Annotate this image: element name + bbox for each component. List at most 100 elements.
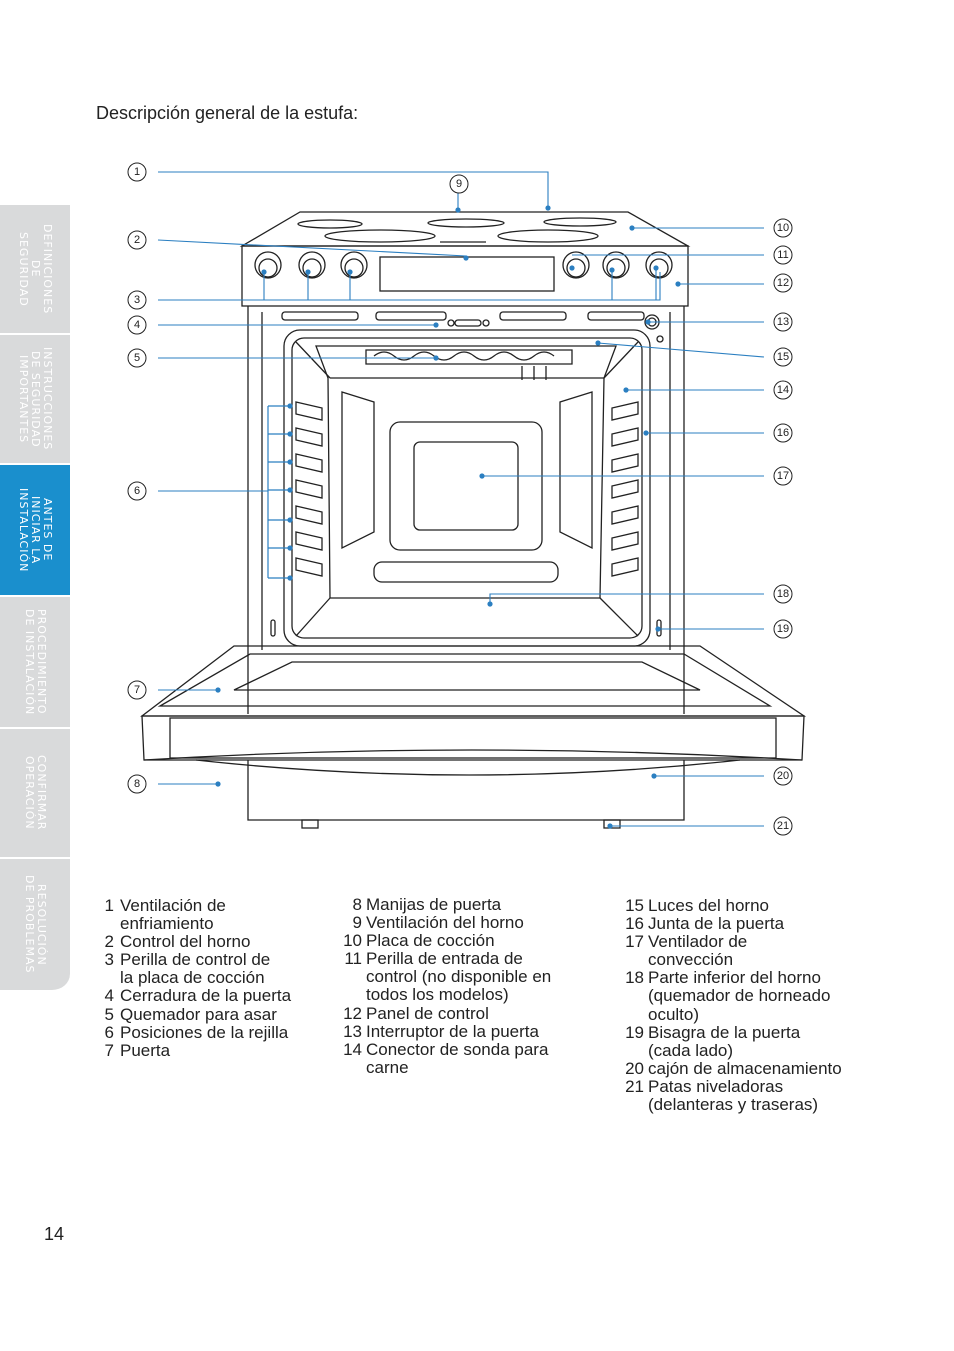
- callout-20: 20: [777, 770, 789, 782]
- legend-number: 12: [343, 1003, 362, 1023]
- tab-resolucion-problemas[interactable]: RESOLUCIÓN DE PROBLEMAS: [0, 859, 70, 992]
- page-title: Descripción general de la estufa:: [96, 103, 359, 123]
- stove-diagram: 1 2 3 4 5 6 7 8 9 10 11 12 13 15 14 16 1…: [127, 162, 807, 836]
- legend-item: 1 Ventilación de enfriamiento: [100, 896, 340, 934]
- legend-number: 7: [104, 1040, 114, 1060]
- legend-item: 2 Control del horno: [100, 933, 340, 951]
- callout-14: 14: [777, 384, 789, 396]
- callout-11: 11: [777, 249, 788, 261]
- tab-procedimiento-instalacion[interactable]: PROCEDIMIENTO DE INSTALACIÓN: [0, 597, 70, 729]
- tab-label: RESOLUCIÓN DE PROBLEMAS: [23, 875, 48, 974]
- rack-guides-right: [611, 401, 639, 577]
- legend-text: Interruptor de la puerta: [366, 1021, 539, 1041]
- legend-number: 21: [625, 1076, 644, 1096]
- callout-9: 9: [456, 178, 462, 190]
- rack-guides-left: [295, 401, 323, 577]
- callout-15: 15: [777, 351, 789, 363]
- callout-8: 8: [134, 778, 140, 790]
- legend-text: cajón de almacenamiento: [648, 1058, 842, 1078]
- tab-label: PROCEDIMIENTO DE INSTALACIÓN: [23, 608, 48, 716]
- legend-number: 5: [104, 1004, 114, 1024]
- callout-5: 5: [134, 352, 140, 364]
- tab-antes-instalacion[interactable]: ANTES DE INICIAR LA INSTALACIÓN: [0, 465, 70, 597]
- page-number: 14: [44, 1224, 65, 1244]
- legend-text: Patas niveladoras (delanteras y traseras…: [648, 1076, 819, 1115]
- legend-text: Perilla de entrada de control (no dispon…: [366, 949, 552, 1005]
- callout-7: 7: [134, 684, 140, 696]
- legend-text: Posiciones de la rejilla: [120, 1022, 289, 1042]
- legend-item: 7 Puerta: [100, 1040, 340, 1060]
- tab-label: ANTES DE INICIAR LA INSTALACIÓN: [17, 487, 54, 573]
- legend-number: 2: [104, 932, 114, 952]
- legend-number: 1: [104, 896, 114, 915]
- legend-text: Junta de la puerta: [648, 914, 785, 934]
- legend-number: 10: [343, 931, 362, 951]
- legend-text: Conector de sonda para carne: [366, 1039, 549, 1077]
- legend-number: 20: [625, 1058, 644, 1078]
- callout-13: 13: [777, 316, 789, 328]
- legend-number: 11: [344, 949, 362, 969]
- legend-text: Luces del horno: [648, 896, 769, 915]
- legend-text: Ventilación de enfriamiento: [120, 896, 226, 934]
- callout-10: 10: [777, 222, 789, 234]
- oven-display: [379, 256, 555, 292]
- legend-number: 6: [104, 1022, 114, 1042]
- tab-instrucciones-seguridad[interactable]: INSTRUCCIONES DE SEGURIDAD IMPORTANTES: [0, 335, 70, 465]
- side-navigation: DEFINICIONES DE SEGURIDAD INSTRUCCIONES …: [0, 205, 70, 992]
- callout-16: 16: [777, 427, 789, 439]
- legend-text: Parte inferior del horno (quemador de ho…: [648, 968, 831, 1024]
- tab-label: INSTRUCCIONES DE SEGURIDAD IMPORTANTES: [17, 347, 54, 451]
- legend-text: Panel de control: [366, 1003, 489, 1023]
- tab-label: CONFIRMAR OPERACIÓN: [23, 755, 48, 831]
- legend-text: Ventilación del horno: [366, 913, 524, 933]
- tab-label: DEFINICIONES DE SEGURIDAD: [17, 223, 54, 315]
- legend-item: 6 Posiciones de la rejilla: [100, 1022, 340, 1042]
- legend-text: Placa de cocción: [366, 931, 495, 951]
- legend-text: Puerta: [120, 1040, 171, 1060]
- cooktop: [239, 211, 691, 247]
- legend-number: 3: [104, 950, 114, 970]
- legend-number: 18: [625, 968, 644, 988]
- legend-number: 19: [625, 1022, 644, 1042]
- legend-number: 9: [352, 913, 362, 933]
- tab-definiciones-seguridad[interactable]: DEFINICIONES DE SEGURIDAD: [0, 205, 70, 335]
- callout-21: 21: [777, 820, 789, 832]
- legend-text: Quemador para asar: [120, 1004, 277, 1024]
- legend-number: 4: [104, 986, 114, 1006]
- callout-6: 6: [134, 485, 140, 497]
- callout-12: 12: [777, 277, 789, 289]
- legend-text: Ventilador de convección: [648, 932, 748, 970]
- legend-number: 14: [343, 1039, 362, 1059]
- tab-confirmar-operacion[interactable]: CONFIRMAR OPERACIÓN: [0, 729, 70, 859]
- legend-number: 13: [343, 1021, 362, 1041]
- callout-4: 4: [134, 319, 140, 331]
- legend-item: 4 Cerradura de la puerta: [100, 987, 340, 1005]
- legend-number: 8: [352, 895, 362, 914]
- callout-19: 19: [777, 623, 789, 635]
- legend-text: Bisagra de la puerta (cada lado): [648, 1022, 801, 1060]
- legend-number: 17: [625, 932, 644, 952]
- callout-2: 2: [134, 234, 140, 246]
- legend-text: Control del horno: [120, 932, 251, 952]
- callout-18: 18: [777, 588, 789, 600]
- legend-column-1: 1 Ventilación de enfriamiento 2 Control de…: [100, 896, 340, 1060]
- legend-text: Cerradura de la puerta: [120, 986, 292, 1006]
- callout-3: 3: [134, 294, 140, 306]
- control-panel: [241, 245, 689, 307]
